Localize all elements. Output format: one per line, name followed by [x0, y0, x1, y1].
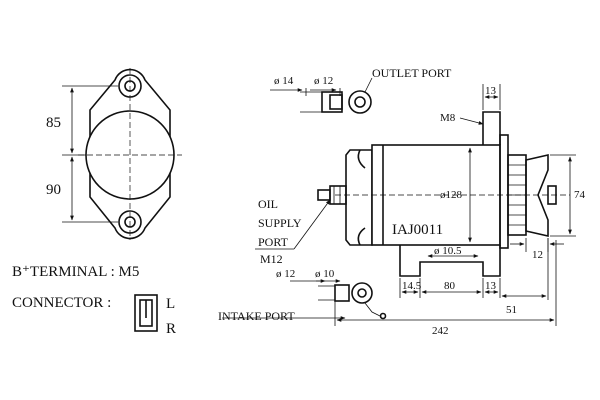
dim-foot-left: 14.5 — [402, 280, 422, 292]
outlet-dia-outer: ø 14 — [274, 75, 294, 87]
dim-90-label: 90 — [46, 182, 61, 198]
dim-pulley-distance: 51 — [506, 304, 517, 316]
oil-port-label-line3: PORT — [258, 235, 289, 249]
oil-port-thread: M12 — [260, 252, 283, 266]
intake-port-label: INTAKE PORT — [218, 309, 295, 323]
intake-port-fitting — [290, 279, 387, 320]
side-view: ø128 IAJ0011 ø 14 ø 12 OUTLET PORT — [218, 66, 586, 337]
dim-pulley-height: 74 — [574, 189, 586, 201]
top-mount-lug — [482, 111, 501, 145]
mount-thread-label: M8 — [440, 112, 456, 124]
outlet-port-fitting — [270, 88, 372, 114]
front-housing-plate — [499, 134, 509, 249]
oil-port-label-line2: SUPPLY — [258, 216, 302, 230]
oil-port-label-line1: OIL — [258, 197, 278, 211]
b-terminal-spec: B⁺TERMINAL : M5 — [12, 264, 139, 280]
dim-85-label: 85 — [46, 115, 61, 131]
connector-pin-l: L — [166, 296, 175, 312]
dim-overall-length: 242 — [432, 325, 449, 337]
dim-foot-right: 13 — [485, 280, 497, 292]
body-dia-label: ø128 — [440, 189, 463, 201]
front-flange-outline — [89, 68, 171, 240]
connector-symbol — [134, 294, 158, 332]
oil-supply-fitting — [317, 185, 347, 205]
dim-bolt-dia: ø 10.5 — [434, 245, 462, 257]
rear-cap — [345, 149, 373, 246]
connector-label: CONNECTOR : — [12, 295, 111, 311]
dim-pulley-offset: 12 — [532, 249, 543, 261]
intake-dia-inner: ø 10 — [315, 268, 335, 280]
pulley — [525, 153, 549, 238]
front-view: 85 90 — [46, 68, 182, 240]
part-number: IAJ0011 — [392, 222, 443, 238]
outlet-port-label: OUTLET PORT — [372, 66, 452, 80]
dim-mount-width: 13 — [485, 85, 497, 97]
connector-pin-r: R — [166, 321, 176, 337]
outlet-dia-inner: ø 12 — [314, 75, 333, 87]
specs-block: B⁺TERMINAL : M5 CONNECTOR : L R — [12, 264, 176, 337]
dim-foot-span: 80 — [444, 280, 456, 292]
intake-dia-outer: ø 12 — [276, 268, 295, 280]
